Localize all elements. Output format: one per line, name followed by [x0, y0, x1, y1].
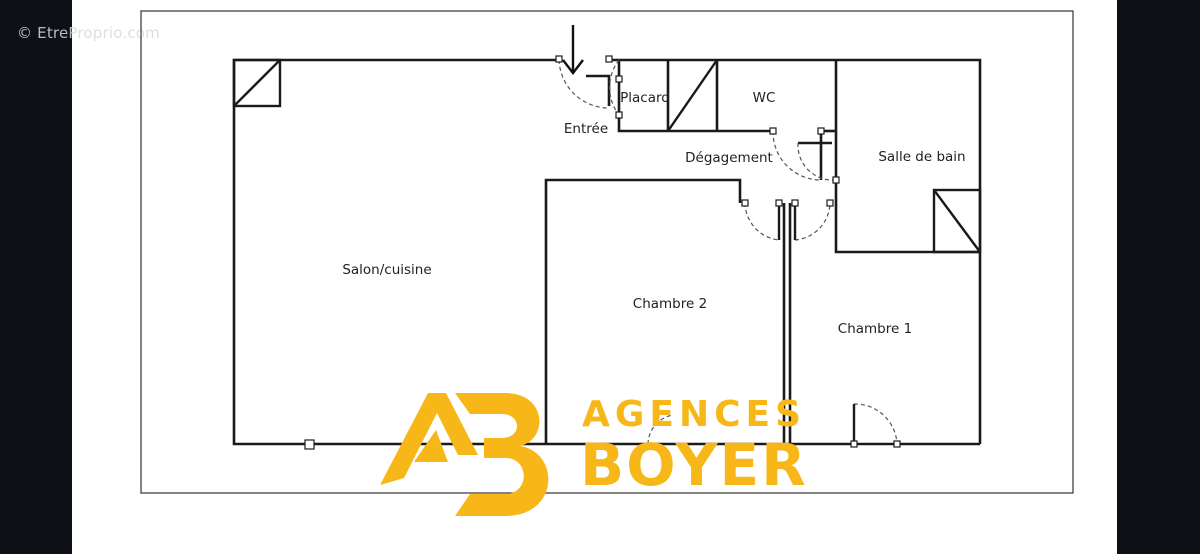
room-label-chambre1: Chambre 1	[838, 321, 912, 337]
watermark-text: © EtreProprio.com	[17, 24, 160, 42]
wall-exterior-right	[609, 58, 982, 444]
walls	[232, 58, 982, 446]
wall-chambre2	[544, 178, 742, 444]
wall-salle-de-bain	[834, 60, 980, 254]
wall-exterior-left	[232, 58, 559, 446]
closet-salon	[232, 58, 282, 108]
ab-monogram-icon	[380, 393, 549, 516]
room-label-degagement: Dégagement	[685, 150, 773, 166]
room-label-placard: Placard	[620, 90, 670, 106]
logo-line1: AGENCES	[582, 394, 806, 435]
closet-placard-diagonal	[667, 59, 718, 132]
room-label-salon: Salon/cuisine	[342, 262, 431, 278]
room-label-chambre2: Chambre 2	[633, 296, 707, 312]
closet-sdb	[932, 188, 982, 254]
room-label-wc: WC	[753, 90, 776, 106]
wall-entree	[586, 74, 611, 106]
door-leaves	[777, 203, 856, 444]
wall-markers	[304, 55, 901, 450]
entrance-arrow-icon	[562, 25, 584, 75]
room-label-salle-de-bain: Salle de bain	[878, 149, 965, 165]
wall-placard-bottom	[617, 60, 773, 133]
agences-boyer-logo: AGENCES BOYER	[380, 393, 808, 516]
door-swings	[558, 59, 898, 445]
room-label-entree: Entrée	[564, 121, 608, 137]
plan-frame	[140, 10, 1074, 494]
logo-line2: BOYER	[580, 431, 808, 499]
closets	[232, 58, 982, 254]
